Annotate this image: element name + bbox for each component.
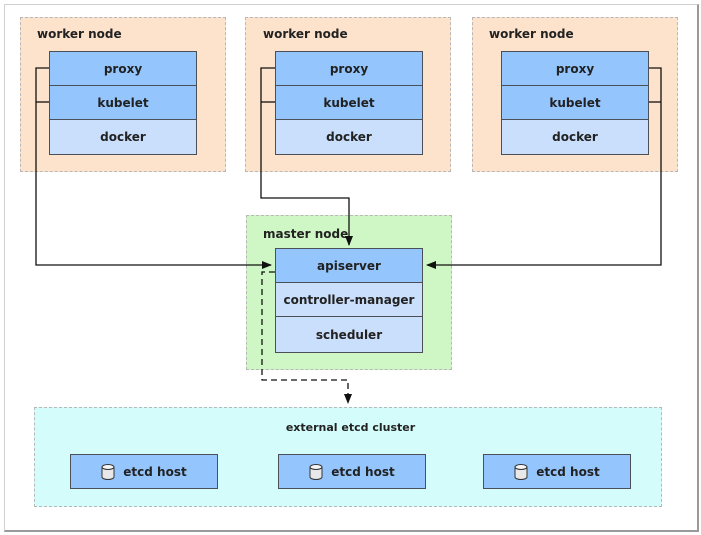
worker-3-docker: docker — [501, 119, 649, 155]
database-icon — [309, 463, 323, 480]
etcd-host-2: etcd host — [278, 454, 426, 489]
image-frame — [4, 4, 699, 532]
worker-1-docker: docker — [49, 119, 197, 155]
etcd-cluster-label: external etcd cluster — [285, 421, 416, 434]
worker-node-3-label: worker node — [489, 27, 574, 41]
master-apiserver: apiserver — [275, 248, 423, 283]
etcd-host-2-label: etcd host — [331, 464, 395, 479]
master-scheduler: scheduler — [275, 316, 423, 353]
worker-2-to-apiserver-line — [260, 67, 353, 246]
worker-2-proxy: proxy — [275, 51, 423, 86]
worker-1-kubelet: kubelet — [49, 85, 197, 120]
etcd-host-3-label: etcd host — [536, 464, 600, 479]
etcd-host-1: etcd host — [70, 454, 218, 489]
master-controller-manager: controller-manager — [275, 282, 423, 317]
worker-3-proxy: proxy — [501, 51, 649, 86]
database-icon — [101, 463, 115, 480]
worker-1-to-apiserver-line — [35, 67, 272, 269]
worker-node-2-label: worker node — [263, 27, 348, 41]
worker-3-kubelet: kubelet — [501, 85, 649, 120]
database-icon — [514, 463, 528, 480]
etcd-host-3: etcd host — [483, 454, 631, 489]
worker-node-1-label: worker node — [37, 27, 122, 41]
apiserver-to-etcd-line — [261, 271, 352, 404]
master-node-label: master node — [263, 227, 349, 241]
worker-2-docker: docker — [275, 119, 423, 155]
etcd-host-1-label: etcd host — [123, 464, 187, 479]
worker-3-to-apiserver-line — [426, 67, 662, 269]
